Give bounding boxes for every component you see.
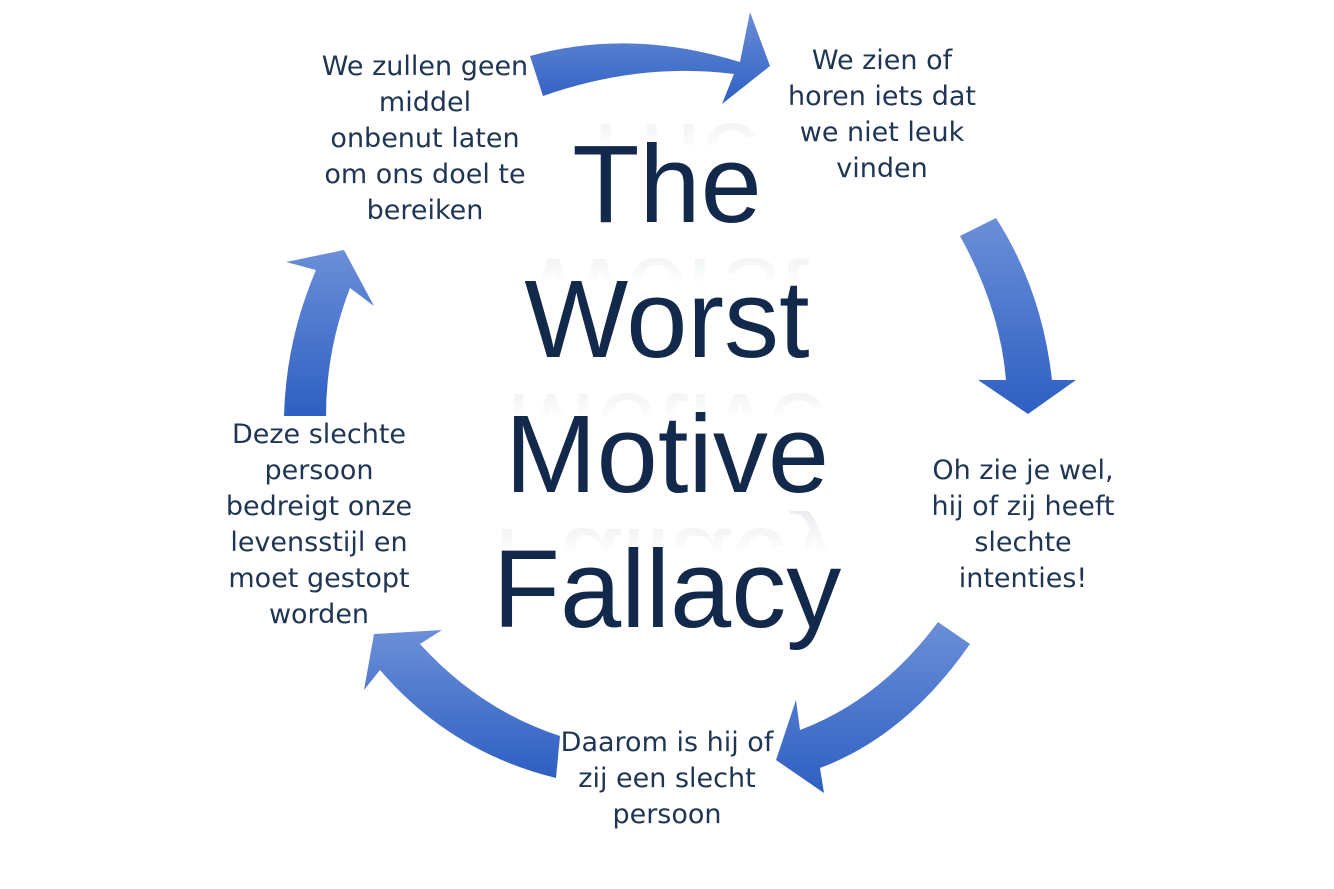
arrow-left [284, 250, 374, 416]
step-text-bad-intentions: Oh zie je wel, hij of zij heeft slechte … [931, 455, 1115, 594]
step-text-use-all-means: We zullen geen middel onbenut laten om o… [321, 51, 529, 226]
arrow-top [530, 12, 770, 104]
step-text-bad-person: Daarom is hij of zij een slecht persoon [560, 727, 774, 830]
step-text-see-or-hear: We zien of horen iets dat we niet leuk v… [787, 45, 977, 184]
step-text-threat: Deze slechte persoon bedreigt onze leven… [225, 419, 413, 630]
title-line-fallacy: Fallacy Fallacy [492, 505, 842, 651]
title-line-motive: Motive Motive [505, 370, 829, 516]
title-word: The [572, 123, 762, 246]
arrow-bottom-right [776, 622, 970, 793]
title-line-worst: Worst Worst [524, 235, 810, 381]
title-word: Worst [524, 258, 810, 381]
arrow-right [960, 218, 1076, 414]
title-word: Motive [505, 393, 829, 516]
title-line-the: The The [572, 100, 762, 246]
arrow-bottom-left [364, 630, 560, 778]
title-word: Fallacy [492, 528, 842, 651]
